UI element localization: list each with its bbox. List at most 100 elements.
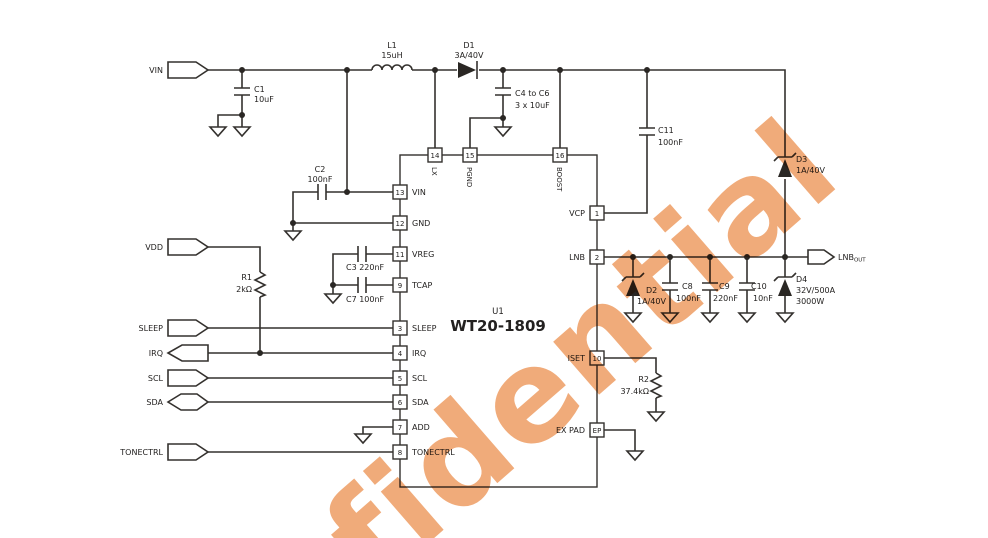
port-label: SLEEP xyxy=(139,324,164,333)
pin-number: 3 xyxy=(398,325,402,333)
l1-ref: L1 xyxy=(387,41,397,50)
port-label: SDA xyxy=(146,398,163,407)
c2-ref: C2 xyxy=(315,165,326,174)
ground-icon xyxy=(323,293,343,305)
zener-icon xyxy=(778,159,792,177)
pin-name: EX PAD xyxy=(556,426,585,435)
port-vin: VIN xyxy=(149,61,210,79)
pin-number: 15 xyxy=(466,152,475,160)
zener-icon xyxy=(778,279,792,296)
port-label: IRQ xyxy=(149,349,163,358)
pin-name: SDA xyxy=(412,398,429,407)
input-port-icon xyxy=(167,443,210,461)
capacitor-icon xyxy=(662,282,678,291)
ic-refdes: U1 xyxy=(492,307,504,317)
capacitor-c10: C10 10nF xyxy=(739,282,773,303)
diode-d1: D1 3A/40V xyxy=(455,41,484,79)
port-label: LNBOUT xyxy=(838,253,866,264)
port-scl: SCL xyxy=(148,369,210,387)
port-tonectrl: TONECTRL xyxy=(119,443,210,461)
pin-number: 16 xyxy=(556,152,565,160)
port-label: TONECTRL xyxy=(119,448,163,457)
pin-16-boost: 16 BOOST xyxy=(552,147,568,192)
pin-number: 5 xyxy=(398,375,402,383)
pin-3-sleep: 3 SLEEP xyxy=(392,320,437,336)
pin-5-scl: 5 SCL xyxy=(392,370,428,386)
pin-1-vcp: 1 VCP xyxy=(569,205,605,221)
port-label: VDD xyxy=(145,243,163,252)
d2-ref: D2 xyxy=(646,286,657,295)
pin-name: LNB xyxy=(569,253,585,262)
capacitor-c4c6: C4 to C6 3 x 10uF xyxy=(495,87,550,110)
c8-value: 100nF xyxy=(676,294,701,303)
ground-icon xyxy=(232,126,252,138)
c9-ref: C9 xyxy=(719,282,730,291)
port-vdd: VDD xyxy=(145,238,210,256)
zener-d2: D2 1A/40V xyxy=(621,272,666,306)
capacitor-c1: C1 10uF xyxy=(234,85,274,104)
pin-15-pgnd: 15 PGND xyxy=(462,147,478,187)
inductor-icon xyxy=(371,64,413,71)
resistor-r1: R1 2kΩ xyxy=(236,271,267,298)
pin-number: 9 xyxy=(398,282,402,290)
d4-ref: D4 xyxy=(796,275,807,284)
pin-6-sda: 6 SDA xyxy=(392,394,429,410)
pin-name: PGND xyxy=(465,167,473,187)
d2-value: 1A/40V xyxy=(637,297,666,306)
c1-ref: C1 xyxy=(254,85,265,94)
tvs-d4: D4 32V/500A 3000W xyxy=(773,272,836,306)
r1-ref: R1 xyxy=(241,273,252,282)
pin-14-lx: 14 LX xyxy=(427,147,443,176)
ground-icon xyxy=(493,126,513,138)
capacitor-icon xyxy=(357,246,367,262)
wires xyxy=(208,69,808,453)
c9-value: 220nF xyxy=(713,294,738,303)
capacitor-c3: C3 220nF xyxy=(346,246,385,272)
capacitor-icon xyxy=(639,127,655,136)
pin-name: SCL xyxy=(412,374,428,383)
pin-name: VCP xyxy=(569,209,585,218)
pin-number: 13 xyxy=(396,189,405,197)
pin-name: GND xyxy=(412,219,430,228)
d1-ref: D1 xyxy=(463,41,474,50)
ground-icon xyxy=(625,450,645,462)
ic-u1: U1 WT20-1809 13 VIN 12 GND 11 VREG 9 xyxy=(392,147,605,488)
pin-name: VIN xyxy=(412,188,426,197)
ground-icon xyxy=(700,312,720,324)
port-sleep: SLEEP xyxy=(139,319,210,337)
ground-icon xyxy=(737,312,757,324)
pin-number: 12 xyxy=(396,220,405,228)
pin-name: ADD xyxy=(412,423,430,432)
pin-name: BOOST xyxy=(555,167,563,192)
pin-number: 6 xyxy=(398,399,403,407)
d1-value: 3A/40V xyxy=(455,51,484,60)
c4c6-value: 3 x 10uF xyxy=(515,101,550,110)
pin-10-iset: 10 ISET xyxy=(568,350,605,366)
d3-value: 1A/40V xyxy=(796,166,825,175)
pin-name: LX xyxy=(430,167,438,176)
pin-name: TCAP xyxy=(411,281,432,290)
pin-name: IRQ xyxy=(412,349,426,358)
input-port-icon xyxy=(167,238,210,256)
c10-value: 10nF xyxy=(753,294,773,303)
pin-name: ISET xyxy=(568,354,585,363)
pin-number: 1 xyxy=(595,210,599,218)
ground-icon xyxy=(660,312,680,324)
c4c6-ref: C4 to C6 xyxy=(515,89,549,98)
output-port-icon xyxy=(807,249,836,265)
port-lnb-out: LNBOUT xyxy=(807,249,866,265)
pin-11-vreg: 11 VREG xyxy=(392,246,434,262)
ic-outline xyxy=(399,154,598,488)
pin-12-gnd: 12 GND xyxy=(392,215,430,231)
d3-ref: D3 xyxy=(796,155,807,164)
d4-value: 32V/500A xyxy=(796,286,836,295)
capacitor-icon xyxy=(495,87,511,96)
c7-label: C7 100nF xyxy=(346,295,385,304)
r1-value: 2kΩ xyxy=(236,285,252,294)
ground-icon xyxy=(353,433,373,445)
c3-label: C3 220nF xyxy=(346,263,385,272)
capacitor-c8: C8 100nF xyxy=(662,282,701,303)
resistor-r2: R2 37.4kΩ xyxy=(620,372,663,399)
pin-number: 7 xyxy=(398,424,402,432)
